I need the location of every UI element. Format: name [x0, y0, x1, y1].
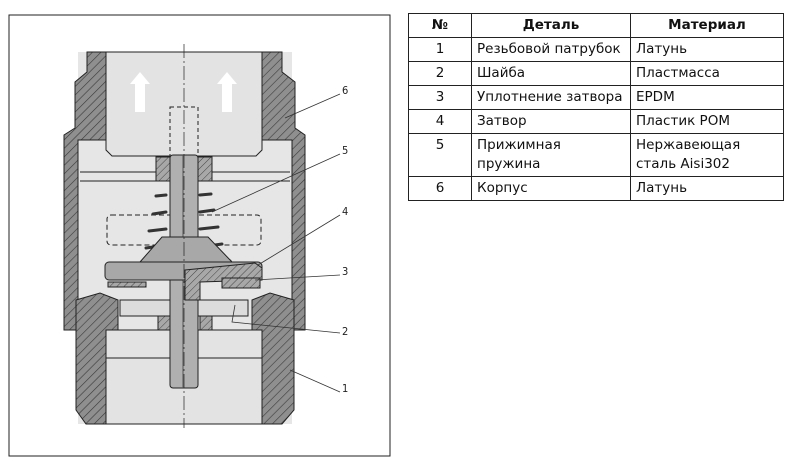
cell-part: Шайба [471, 61, 631, 86]
cell-part: Прижимная пружина [471, 133, 631, 177]
cell-material: Латунь [630, 37, 784, 62]
cell-material: Пластик POM [630, 109, 784, 134]
cell-num: 3 [408, 85, 472, 110]
cell-material: EPDM [630, 85, 784, 110]
cell-part: Корпус [471, 176, 631, 201]
flow-arrow-icon [217, 72, 237, 112]
cell-num: 1 [408, 37, 472, 62]
header-material: Материал [630, 13, 784, 38]
check-valve-cross-section: 6 5 4 3 2 1 [8, 14, 391, 457]
cell-part: Резьбовой патрубок [471, 37, 631, 62]
cell-num: 6 [408, 176, 472, 201]
flow-arrow-icon [130, 72, 150, 112]
callout-5: 5 [342, 144, 348, 157]
cell-num: 5 [408, 133, 472, 177]
callout-3: 3 [342, 265, 348, 278]
callout-4: 4 [342, 205, 348, 218]
callout-1: 1 [342, 382, 348, 395]
table-header: № Деталь Материал [408, 13, 784, 38]
header-part: Деталь [471, 13, 631, 38]
cell-part: Уплотнение затвора [471, 85, 631, 110]
cell-num: 4 [408, 109, 472, 134]
header-num: № [408, 13, 472, 38]
cell-part: Затвор [471, 109, 631, 134]
cell-material: Пластмасса [630, 61, 784, 86]
cell-num: 2 [408, 61, 472, 86]
cell-material: Нержавеющая сталь Aisi302 [630, 133, 784, 177]
seal [107, 281, 147, 288]
callout-6: 6 [342, 84, 348, 97]
callout-2: 2 [342, 325, 348, 338]
cell-material: Латунь [630, 176, 784, 201]
